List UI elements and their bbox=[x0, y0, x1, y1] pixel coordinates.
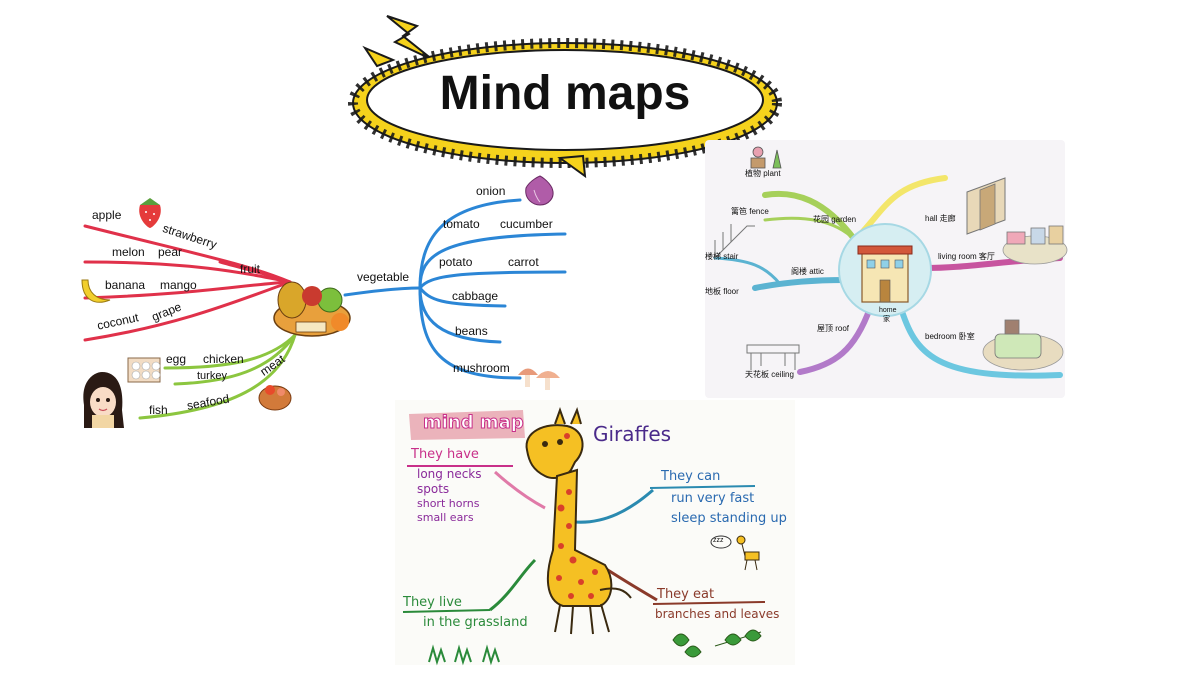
giraffe-can-item-sleep: sleep standing up bbox=[671, 511, 787, 526]
giraffe-sleep-sound: zzz bbox=[713, 537, 724, 544]
home-branch-roof: 屋顶 roof bbox=[817, 324, 850, 333]
home-branch-bedroom: bedroom 卧室 bbox=[925, 332, 975, 341]
home-branch-garden: 花园 garden bbox=[813, 215, 857, 224]
vegetable-item-cabbage: cabbage bbox=[452, 289, 499, 303]
food-map-branches bbox=[81, 175, 567, 428]
meat-item-egg: egg bbox=[166, 352, 187, 366]
home-branch-hall: hall 走廊 bbox=[925, 214, 956, 223]
home-branch-floor: 地板 floor bbox=[705, 287, 739, 296]
plant-icon bbox=[750, 146, 782, 169]
giraffe-live-heading: They live bbox=[403, 595, 462, 610]
living-room-icon bbox=[1002, 225, 1068, 265]
fruit-item-pear: pear bbox=[158, 245, 183, 259]
giraffe-map-tag: mind map bbox=[423, 412, 525, 433]
title-bubble-shape bbox=[348, 15, 782, 179]
title-bubble bbox=[345, 8, 785, 179]
bubble-tail bbox=[557, 154, 587, 179]
hall-icon bbox=[966, 177, 1006, 235]
fruit-item-melon: melon bbox=[112, 245, 145, 259]
fruit-item-banana: banana bbox=[105, 278, 146, 292]
page-title: Mind maps bbox=[439, 67, 691, 120]
giraffe-have-item-necks: long necks bbox=[417, 467, 482, 481]
egg-carton-icon bbox=[127, 357, 161, 383]
stair-icon bbox=[714, 224, 755, 259]
girl-avatar-icon bbox=[83, 372, 124, 428]
mind-map-tag-bg bbox=[409, 410, 525, 440]
giraffe-have-item-spots: spots bbox=[417, 482, 450, 496]
giraffe-map-title: Giraffes bbox=[593, 422, 672, 446]
giraffe-mind-map: mind map Giraffes They have long necks s… bbox=[395, 400, 795, 666]
home-center-cn-label: 家 bbox=[883, 316, 890, 323]
home-center-label: home bbox=[879, 307, 897, 314]
onion-icon bbox=[525, 175, 554, 206]
home-branch-fence: 篱笆 fence bbox=[731, 207, 769, 216]
giraffe-eat-heading: They eat bbox=[657, 587, 715, 602]
bedroom-icon bbox=[982, 319, 1064, 371]
meat-item-fish: fish bbox=[149, 403, 168, 417]
vegetable-item-beans: beans bbox=[455, 324, 488, 338]
small-giraffe-icon bbox=[736, 535, 760, 571]
home-branch-plant: 植物 plant bbox=[745, 169, 781, 178]
vegetable-item-cucumber: cucumber bbox=[500, 217, 553, 231]
giraffe-have-heading: They have bbox=[411, 447, 479, 462]
fruit-branches bbox=[83, 224, 292, 342]
grass-icon bbox=[428, 644, 500, 666]
giraffe-map-drawing bbox=[402, 407, 766, 666]
house-icon bbox=[857, 245, 913, 303]
vegetable-label: vegetable bbox=[357, 270, 410, 284]
home-mind-map: home 家 植物 plant 篱笆 fence 花园 garden 楼梯 st… bbox=[705, 140, 1068, 398]
fruit-item-apple: apple bbox=[92, 208, 122, 222]
giraffe-can-heading: They can bbox=[661, 469, 721, 484]
fruit-item-mango: mango bbox=[160, 278, 197, 292]
giraffe-have-item-horns: short horns bbox=[417, 497, 480, 510]
meat-item-turkey: turkey bbox=[197, 370, 227, 382]
giraffe-can-item-run: run very fast bbox=[671, 491, 755, 506]
strawberry-icon bbox=[139, 198, 161, 228]
home-branch-ceiling: 天花板 ceiling bbox=[745, 370, 794, 379]
giraffe-eat-detail: branches and leaves bbox=[655, 607, 780, 621]
ceiling-icon bbox=[746, 344, 800, 370]
vegetable-item-onion: onion bbox=[476, 184, 506, 198]
vegetable-item-carrot: carrot bbox=[508, 255, 539, 269]
vegetable-item-potato: potato bbox=[439, 255, 473, 269]
vegetable-item-tomato: tomato bbox=[443, 217, 480, 231]
home-branch-living-room: living room 客厅 bbox=[938, 252, 995, 261]
seafood-basket-icon bbox=[258, 385, 292, 411]
fruit-label: fruit bbox=[240, 262, 261, 276]
home-map-branches bbox=[713, 146, 1068, 379]
home-branch-stair: 楼梯 stair bbox=[705, 252, 739, 261]
giraffe-have-item-ears: small ears bbox=[417, 511, 474, 524]
spark-icon bbox=[362, 45, 396, 68]
home-branch-attic: 阁楼 attic bbox=[791, 267, 824, 276]
vegetable-item-mushroom: mushroom bbox=[453, 361, 510, 375]
mushroom-icon bbox=[518, 368, 560, 390]
banana-icon bbox=[81, 279, 111, 303]
food-basket-icon bbox=[273, 281, 351, 337]
giraffe-spots bbox=[556, 433, 598, 599]
giraffe-live-detail: in the grassland bbox=[423, 615, 528, 630]
leaves-icon bbox=[672, 629, 762, 658]
vegetable-branches bbox=[343, 198, 567, 380]
sleep-bubble bbox=[710, 535, 732, 549]
meat-item-chicken: chicken bbox=[203, 352, 244, 366]
food-mind-map: fruit apple strawberry melon pear banana… bbox=[81, 175, 567, 428]
meat-branches bbox=[138, 333, 297, 420]
